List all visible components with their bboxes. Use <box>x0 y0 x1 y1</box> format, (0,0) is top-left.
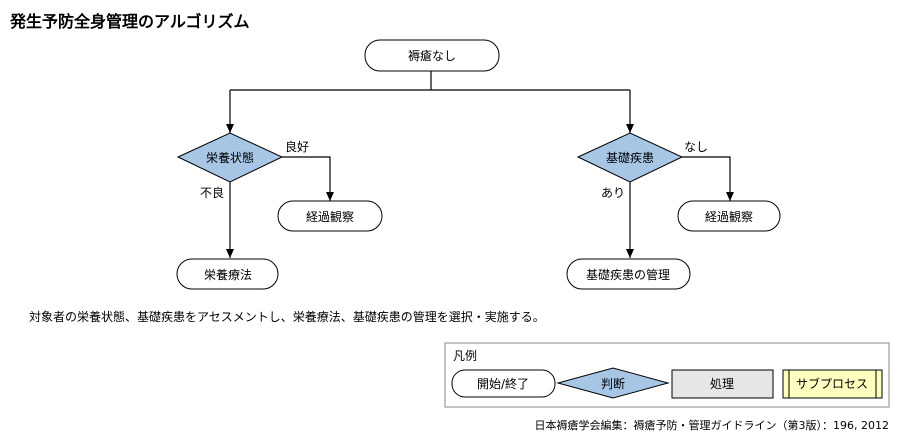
legend-decision: 判断 <box>556 367 670 399</box>
terminal-observe-1-label: 経過観察 <box>306 210 354 224</box>
legend-start-end-label: 開始/終了 <box>477 376 529 391</box>
start-node-label: 褥瘡なし <box>408 48 456 63</box>
start-node: 褥瘡なし <box>364 39 500 72</box>
legend-process: 処理 <box>671 369 774 399</box>
terminal-observe-1: 経過観察 <box>277 200 383 232</box>
edge-label-none: なし <box>684 140 708 154</box>
description-text: 対象者の栄養状態、基礎疾患をアセスメントし、栄養療法、基礎疾患の管理を選択・実施… <box>29 309 545 324</box>
edge-label-present: あり <box>601 186 625 200</box>
legend-start-end: 開始/終了 <box>451 369 556 398</box>
legend-subprocess-label: サブプロセス <box>796 376 868 391</box>
legend-subprocess: サブプロセス <box>782 369 883 399</box>
edge-label-good: 良好 <box>285 139 309 154</box>
edge-label-poor: 不良 <box>200 185 224 200</box>
decision-disease: 基礎疾患 <box>576 132 684 183</box>
legend-title: 凡例 <box>453 349 477 363</box>
decision-nutrition: 栄養状態 <box>176 132 284 183</box>
source-citation: 日本褥瘡学会編集：褥瘡予防・管理ガイドライン（第3版）：196, 2012 <box>535 418 889 432</box>
decision-nutrition-label: 栄養状態 <box>206 150 254 165</box>
legend: 凡例 開始/終了 判断 処理 サブプロセス <box>444 342 890 408</box>
terminal-disease-management-label: 基礎疾患の管理 <box>586 267 670 282</box>
page-title: 発生予防全身管理のアルゴリズム <box>9 12 250 31</box>
legend-process-label: 処理 <box>710 377 734 391</box>
terminal-observe-2-label: 経過観察 <box>705 210 753 224</box>
terminal-nutrition-therapy: 栄養療法 <box>176 258 279 290</box>
legend-decision-label: 判断 <box>601 376 625 391</box>
terminal-nutrition-therapy-label: 栄養療法 <box>204 267 252 282</box>
connectors <box>226 71 734 258</box>
terminal-observe-2: 経過観察 <box>677 200 781 232</box>
decision-disease-label: 基礎疾患 <box>606 150 654 165</box>
terminal-disease-management: 基礎疾患の管理 <box>566 258 691 290</box>
